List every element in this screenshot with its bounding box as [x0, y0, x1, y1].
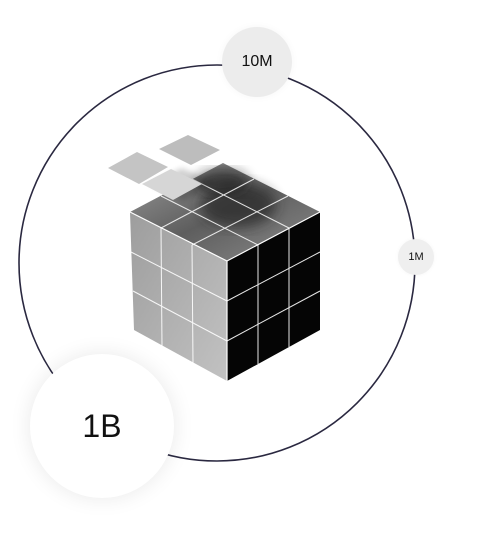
floating-tile-3 [142, 169, 202, 200]
badge-1b: 1B [30, 354, 174, 498]
floating-tile-1 [108, 152, 168, 184]
cube-right-face [227, 212, 320, 381]
cube-top-shadow [200, 183, 276, 227]
badge-1b-label: 1B [82, 407, 122, 444]
cube-left-face [130, 212, 227, 381]
badge-10m: 10M [222, 27, 292, 97]
badge-1m-label: 1M [408, 251, 424, 263]
badge-10m-label: 10M [241, 53, 273, 70]
floating-tile-2 [159, 135, 220, 165]
badge-1m: 1M [398, 239, 434, 275]
